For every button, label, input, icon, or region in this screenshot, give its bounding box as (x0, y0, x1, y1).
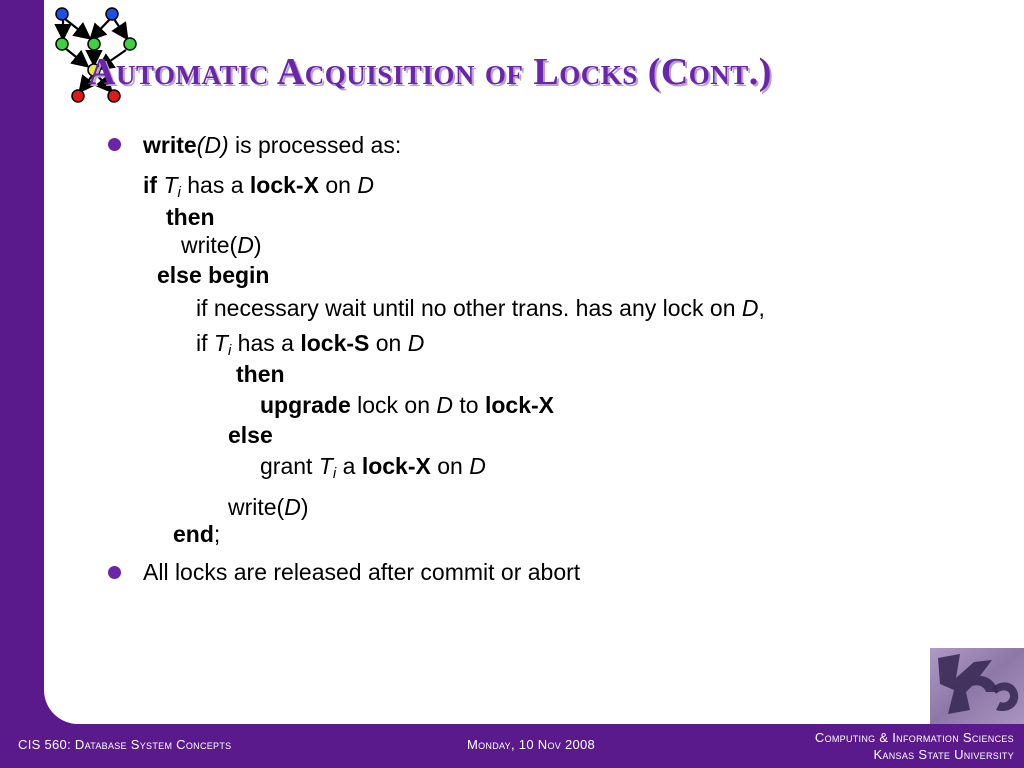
code-line-if-lock-s: if Ti has a lock-S on D (196, 330, 425, 359)
arg-d: (D) (196, 132, 229, 158)
code-line-then: then (166, 204, 215, 230)
code-line-else-begin: else begin (157, 262, 270, 288)
slide-title: Automatic Acquisition of Locks (Cont.) (88, 51, 772, 93)
slide-canvas (44, 0, 1024, 724)
footer-department: Computing & Information Sciences Kansas … (815, 729, 1014, 763)
code-line-then-inner: then (236, 361, 285, 387)
bullet-icon (108, 566, 121, 579)
footer-date: Monday, 10 Nov 2008 (467, 737, 596, 752)
code-line-if: if Ti has a lock-X on D (143, 172, 374, 201)
bullet1-text: write(D) is processed as: (143, 132, 401, 158)
footer-dept-line2: Kansas State University (873, 747, 1014, 762)
code-line-end: end; (173, 521, 221, 547)
code-line-write: write(D) (181, 232, 262, 258)
lock-graph-icon (54, 7, 137, 103)
bullet-icon (108, 138, 121, 151)
powercat-logo (930, 648, 1024, 724)
keyword-write: write (143, 132, 197, 158)
code-line-write-final: write(D) (228, 494, 309, 520)
bullet2-text: All locks are released after commit or a… (143, 559, 581, 585)
footer-dept-line1: Computing & Information Sciences (814, 730, 1014, 745)
bullet1-rest: is processed as: (228, 132, 402, 158)
code-line-else: else (228, 422, 273, 448)
code-line-wait: if necessary wait until no other trans. … (196, 295, 765, 321)
footer-course: CIS 560: Database System Concepts (18, 737, 232, 752)
code-line-upgrade: upgrade lock on D to lock-X (260, 392, 555, 418)
code-line-grant: grant Ti a lock-X on D (260, 453, 486, 482)
